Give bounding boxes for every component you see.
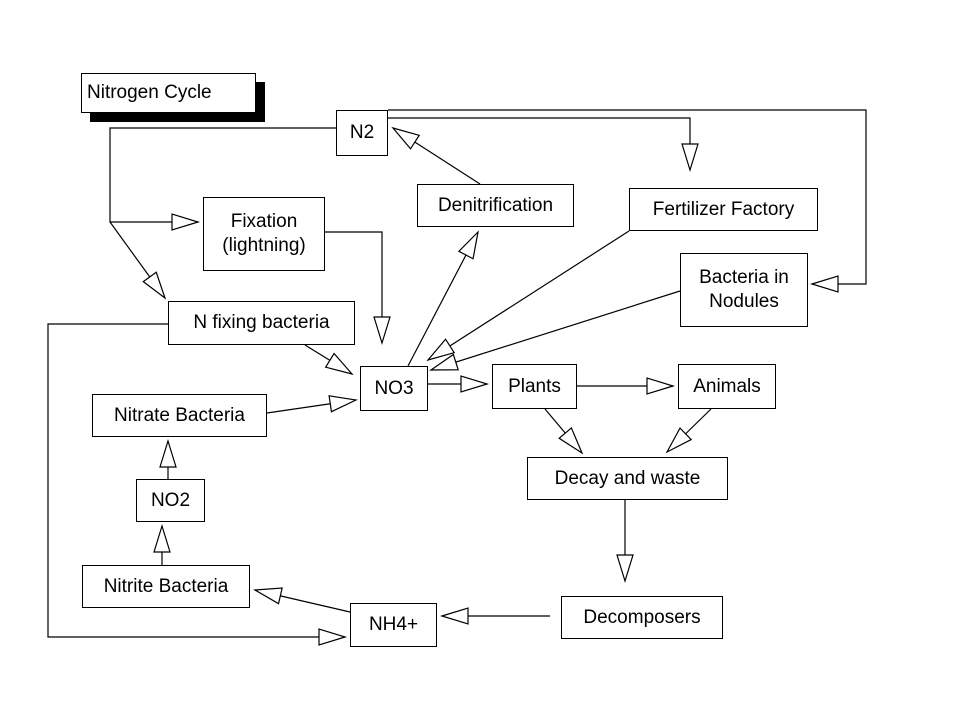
edge-fertilizer-to-no3: [426, 230, 630, 362]
edge-decay-to-decomposers: [616, 500, 634, 584]
node-nitrite-bacteria: Nitrite Bacteria: [82, 565, 250, 608]
edge-no3-to-denitrification: [407, 230, 479, 367]
node-no2: NO2: [136, 479, 205, 522]
arrowhead: [328, 395, 359, 413]
edge-n2-to-n_fixing: [109, 221, 167, 300]
node-nitrate-bacteria: Nitrate Bacteria: [92, 394, 267, 437]
node-plants: Plants: [492, 364, 577, 409]
edge-nitrite_bacteria-to-no2: [153, 523, 171, 565]
edge-nitrate_bacteria-to-no3: [266, 395, 359, 414]
edge-n2-to-fixation: [109, 127, 336, 231]
arrowhead: [391, 126, 421, 150]
arrowhead: [373, 316, 391, 346]
arrowhead: [153, 523, 171, 553]
arrowhead: [681, 143, 699, 173]
node-decomposers: Decomposers: [561, 596, 723, 639]
arrowhead: [460, 375, 490, 393]
arrowhead: [429, 353, 460, 371]
edge-no3-to-plants: [428, 375, 490, 393]
arrowhead: [253, 587, 283, 605]
edge-animals-to-decay: [665, 408, 712, 454]
node-n-fixing-bacteria: N fixing bacteria: [168, 301, 355, 345]
arrowhead: [142, 271, 167, 300]
arrowhead: [616, 554, 634, 584]
node-animals: Animals: [678, 364, 776, 409]
node-no3: NO3: [360, 366, 428, 411]
arrowhead: [318, 628, 348, 646]
edge-denitrification-to-n2: [391, 126, 481, 185]
node-decay-and-waste: Decay and waste: [527, 457, 728, 500]
edge-decomposers-to-nh4: [439, 607, 550, 625]
node-bacteria-in-nodules: Bacteria in Nodules: [680, 253, 808, 327]
edge-nh4-to-nitrite_bacteria: [253, 587, 351, 613]
edge-n_fixing-to-no3: [304, 344, 354, 376]
arrowhead: [457, 230, 479, 260]
arrowhead: [646, 377, 676, 395]
node-nh4: NH4+: [350, 603, 437, 647]
arrowhead: [809, 275, 839, 293]
node-n2: N2: [336, 110, 388, 156]
edge-plants-to-decay: [544, 408, 584, 455]
edge-fixation-to-no3: [325, 231, 391, 346]
diagram-title: Nitrogen Cycle: [81, 73, 256, 113]
arrowhead: [558, 426, 584, 455]
node-fertilizer-factory: Fertilizer Factory: [629, 188, 818, 231]
arrowhead: [439, 607, 469, 625]
edge-n2-to-nodules: [388, 109, 867, 293]
edge-nodules-to-no3: [429, 290, 681, 371]
arrowhead: [324, 352, 354, 376]
edge-no2-to-nitrate_bacteria: [159, 438, 177, 479]
edge-n_fixing-to-nh4: [47, 323, 348, 646]
arrowhead: [426, 338, 456, 362]
edge-n2-to-fertilizer: [388, 117, 699, 173]
arrowhead: [171, 213, 201, 231]
node-denitrification: Denitrification: [417, 184, 574, 227]
node-fixation: Fixation (lightning): [203, 197, 325, 271]
edge-plants-to-animals: [577, 377, 676, 395]
arrowhead: [665, 427, 693, 454]
arrowhead: [159, 438, 177, 468]
